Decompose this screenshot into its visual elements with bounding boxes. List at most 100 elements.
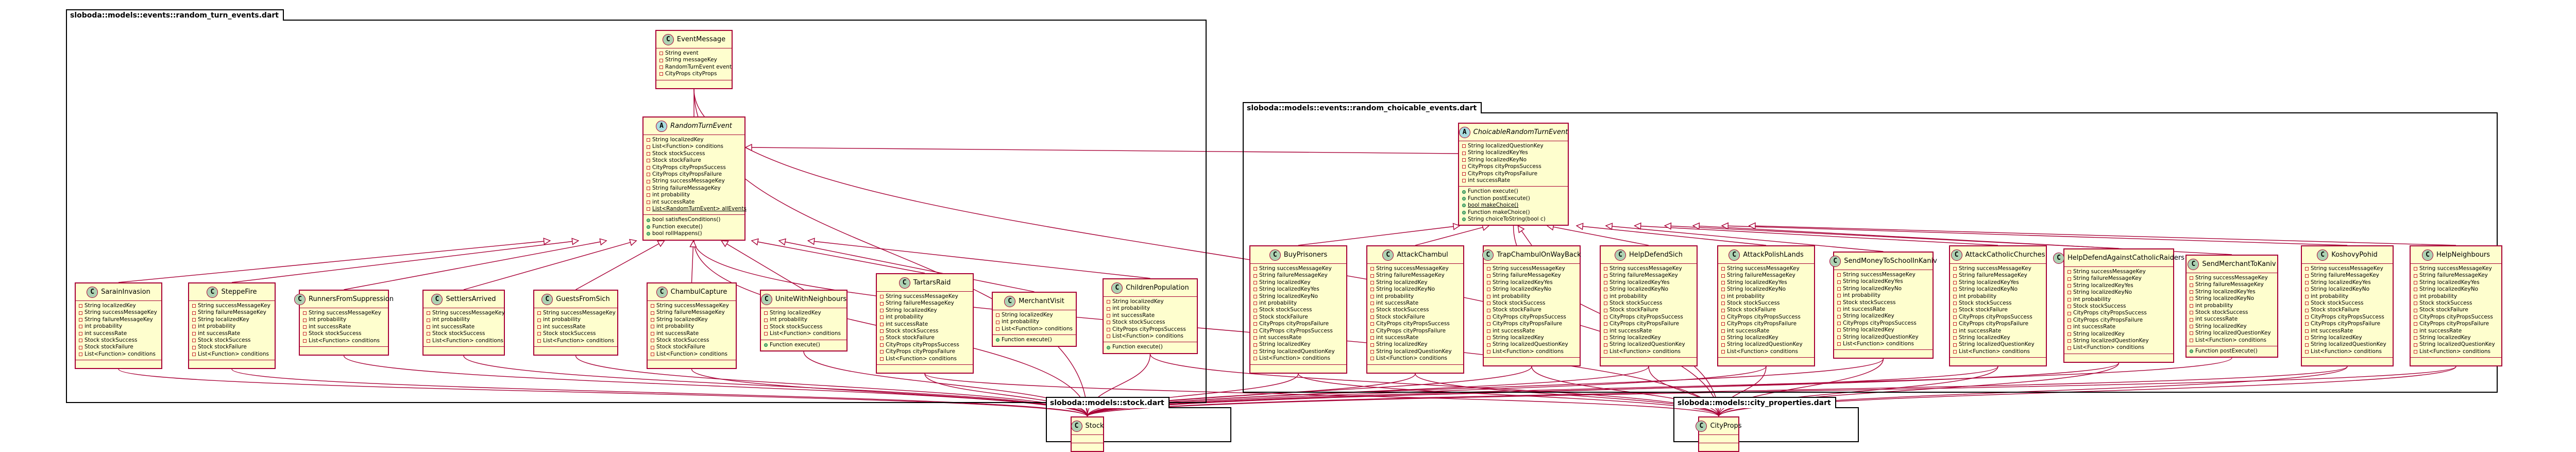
field-text: int probability <box>770 316 808 323</box>
field-row: String localizedKey <box>647 137 741 143</box>
private-visibility-icon <box>79 353 82 357</box>
private-visibility-icon <box>2190 297 2193 301</box>
field-row: CityProps cityPropsFailure <box>1253 321 1343 327</box>
field-row: String localizedKeyNo <box>2190 295 2274 302</box>
field-row: List<Function> conditions <box>2190 337 2274 344</box>
field-text: List<Function> conditions <box>198 350 269 357</box>
private-visibility-icon <box>427 325 430 329</box>
field-row: String localizedKey <box>1370 279 1460 286</box>
field-text: List<Function> conditions <box>1376 355 1447 362</box>
field-text: CityProps cityPropsFailure <box>1959 321 2029 327</box>
field-text: String localizedQuestionKey <box>1259 348 1335 355</box>
method-row: Function execute() <box>1107 344 1194 350</box>
class-name: HelpDefendAgainstCatholicRaiders <box>2067 254 2184 262</box>
public-visibility-icon <box>647 232 650 236</box>
method-row: Function postExecute() <box>2190 348 2274 355</box>
class-name: HelpNeighbours <box>2436 251 2490 259</box>
methods-section: bool satisfiesConditions()Function execu… <box>643 215 744 239</box>
field-row: String localizedQuestionKey <box>1604 341 1693 348</box>
private-visibility-icon <box>1253 294 1257 298</box>
field-row: int probability <box>2067 296 2170 303</box>
private-visibility-icon <box>1253 267 1257 271</box>
field-text: String localizedQuestionKey <box>1493 341 1568 348</box>
field-text: String localizedKeyNo <box>1493 286 1552 293</box>
private-visibility-icon <box>647 187 650 191</box>
field-text: List<Function> conditions <box>1259 355 1330 362</box>
private-visibility-icon <box>1370 281 1374 285</box>
methods-section <box>1484 358 1580 365</box>
field-row: String localizedKey <box>192 316 272 323</box>
field-text: String localizedQuestionKey <box>1959 341 2035 348</box>
class-icon: C <box>1269 249 1281 261</box>
field-row: int successRate <box>2305 328 2389 334</box>
class-icon: C <box>656 287 668 298</box>
private-visibility-icon <box>1837 294 1841 298</box>
private-visibility-icon <box>651 325 654 329</box>
private-visibility-icon <box>2305 288 2309 292</box>
private-visibility-icon <box>2414 274 2417 278</box>
field-row: String localizedKey <box>764 310 843 316</box>
class-name: SendMoneyToSchoolInKaniv <box>1844 257 1937 265</box>
private-visibility-icon <box>1487 267 1490 271</box>
method-text: bool makeChoice() <box>1468 202 1519 209</box>
field-text: Stock stockFailure <box>886 334 935 341</box>
field-text: int probability <box>543 316 581 323</box>
field-text: String successMessageKey <box>432 310 505 316</box>
field-row: int probability <box>303 316 385 323</box>
field-row: int successRate <box>880 321 970 328</box>
method-row: Function execute() <box>1462 188 1565 195</box>
private-visibility-icon <box>659 58 663 62</box>
field-row: Stock stockSuccess <box>764 324 843 330</box>
field-text: int successRate <box>886 321 928 327</box>
private-visibility-icon <box>2067 332 2071 336</box>
field-row: List<Function> conditions <box>1370 355 1460 362</box>
private-visibility-icon <box>79 318 82 322</box>
class-icon: C <box>87 287 98 298</box>
private-visibility-icon <box>764 311 768 315</box>
private-visibility-icon <box>1721 288 1725 292</box>
private-visibility-icon <box>1487 302 1490 306</box>
field-text: Stock stockFailure <box>2419 307 2468 313</box>
field-text: String localizedKeyNo <box>1609 286 1669 293</box>
field-row: int probability <box>2305 293 2389 300</box>
private-visibility-icon <box>880 295 884 299</box>
field-text: List<Function> conditions <box>1002 325 1073 332</box>
method-row: Function execute() <box>996 337 1073 343</box>
field-row: String localizedKeyYes <box>1253 286 1343 293</box>
field-row: Stock stockFailure <box>1370 314 1460 321</box>
field-row: List<Function> conditions <box>996 326 1073 332</box>
private-visibility-icon <box>647 173 650 177</box>
private-visibility-icon <box>1253 288 1257 292</box>
field-row: Stock stockFailure <box>1487 307 1577 313</box>
field-text: String failureMessageKey <box>1376 272 1445 279</box>
private-visibility-icon <box>2067 346 2071 350</box>
field-text: int probability <box>1843 292 1881 299</box>
field-row: Stock stockFailure <box>1253 314 1343 321</box>
method-text: Function execute() <box>770 341 820 348</box>
field-text: String failureMessageKey <box>886 300 954 307</box>
field-row: String successMessageKey <box>427 310 505 316</box>
private-visibility-icon <box>2190 276 2193 280</box>
class-icon: C <box>1071 421 1082 432</box>
private-visibility-icon <box>1604 329 1607 333</box>
field-text: int probability <box>1609 293 1648 299</box>
private-visibility-icon <box>2305 294 2309 298</box>
field-row: String localizedKey <box>1953 334 2043 341</box>
field-text: CityProps cityPropsSuccess <box>1959 313 2032 320</box>
field-text: String successMessageKey <box>886 293 958 299</box>
field-row: int successRate <box>303 324 385 330</box>
field-row: Stock stockSuccess <box>427 330 501 337</box>
field-text: String localizedKeyNo <box>1468 156 1527 163</box>
private-visibility-icon <box>1721 308 1725 312</box>
class-name: Stock <box>1085 422 1104 430</box>
field-text: List<Function> conditions <box>2419 348 2490 355</box>
field-text: String successMessageKey <box>2195 275 2268 281</box>
